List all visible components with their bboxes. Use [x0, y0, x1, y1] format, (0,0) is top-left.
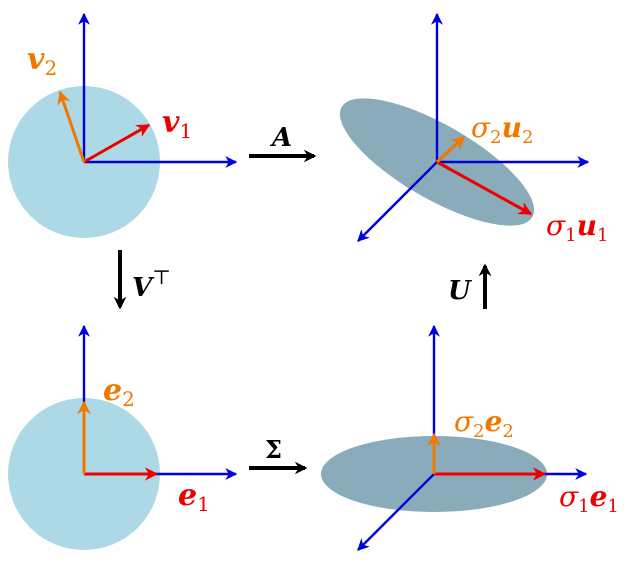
- label-U: U: [448, 276, 472, 306]
- label-s2e2: σ2e2: [454, 405, 514, 442]
- panel-bottom-right: σ2e2 σ1e1: [321, 324, 619, 551]
- vector-v1: [83, 123, 151, 164]
- label-s2u2: σ2u2: [471, 111, 533, 148]
- label-e1: e1: [178, 478, 210, 516]
- panel-top-left: v2 v1: [8, 12, 238, 238]
- transform-Sigma: Σ: [249, 435, 308, 475]
- vector-s2u2: [435, 135, 466, 164]
- panel-top-right: σ2u2 σ1u1: [339, 12, 608, 246]
- axis-z-top-right: [357, 161, 438, 242]
- axis-z-bottom-right: [357, 473, 435, 551]
- label-s1e1: σ1e1: [559, 480, 619, 517]
- transform-A: A: [249, 123, 317, 163]
- label-e2: e2: [103, 373, 135, 411]
- transform-U: U: [448, 263, 492, 309]
- label-Sigma: Σ: [265, 435, 282, 464]
- label-VT: V⊤: [132, 265, 171, 303]
- vector-v2: [57, 90, 86, 163]
- transform-VT: V⊤: [113, 250, 171, 310]
- panel-bottom-left: e2 e1: [8, 324, 238, 550]
- label-A: A: [269, 123, 292, 153]
- label-v2: v2: [27, 42, 57, 80]
- vector-s1u1: [436, 160, 533, 216]
- label-v1: v1: [162, 105, 192, 143]
- label-s1u1: σ1u1: [546, 209, 608, 246]
